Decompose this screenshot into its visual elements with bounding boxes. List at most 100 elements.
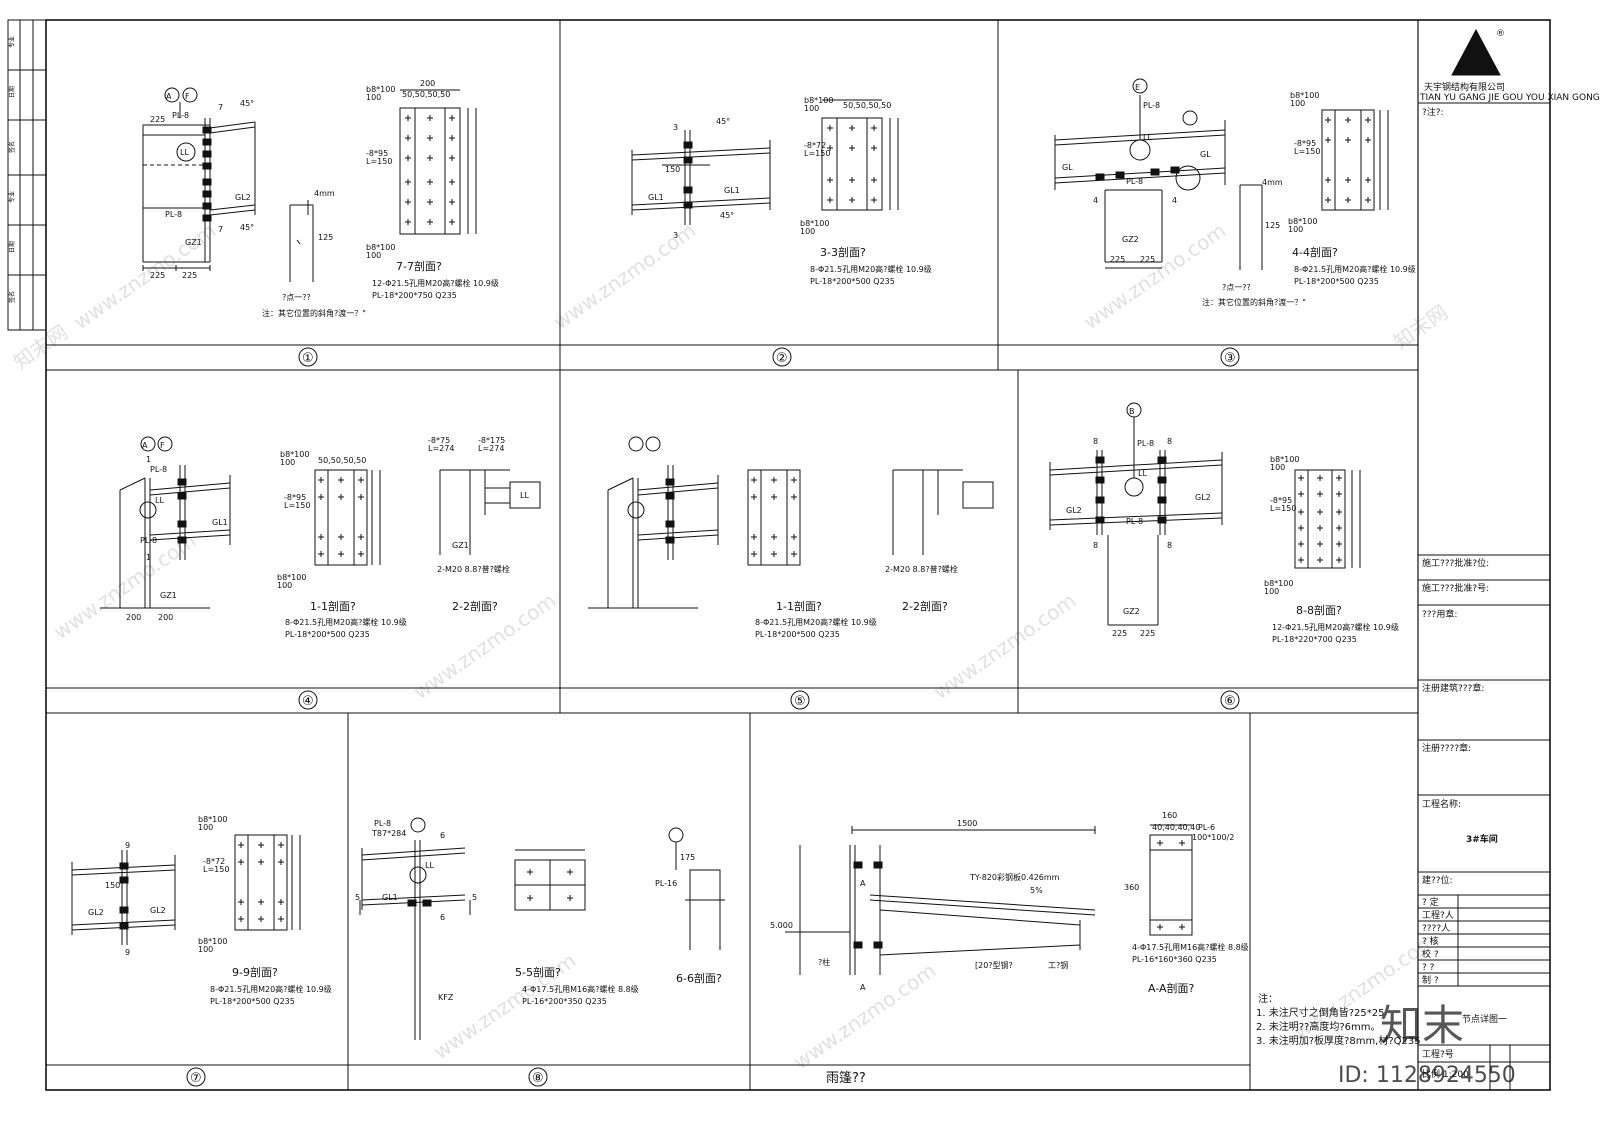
plate-label: PL-8: [165, 210, 182, 219]
plate-spec: PL-18*200*500 Q235: [755, 630, 840, 639]
detail-title: ?点一??: [1222, 283, 1251, 292]
section-title: 7-7剖面?: [396, 259, 442, 273]
ll-label: LL: [425, 861, 434, 870]
tb-row: ???用章:: [1422, 608, 1457, 620]
rib-length: L=150: [366, 157, 392, 166]
channel-label: [20?型钢?: [975, 960, 1013, 970]
note-1: 1. 未注尺寸之倒角皆?25*25: [1256, 1006, 1384, 1019]
beam-label: GL2: [235, 193, 251, 202]
tb-row: 注册????章:: [1422, 742, 1471, 754]
dim-text: 225: [182, 271, 197, 280]
end-plate-size: 100: [277, 581, 292, 590]
end-plate-size: b8*100: [804, 96, 833, 105]
section-mark: A: [860, 983, 866, 992]
dim-text: 150: [665, 165, 680, 174]
section-mark: 8: [1093, 437, 1098, 446]
beam-label: GL1: [648, 193, 664, 202]
beam-label: GL1: [382, 893, 398, 902]
watermark-text: www.znzmo.com: [49, 528, 200, 644]
axis-label: A: [142, 441, 148, 450]
watermark-brand: 知末网: [9, 320, 72, 374]
panel-5-number: ⑤: [794, 694, 806, 709]
bolt-spec: 8-Φ21.5孔用M20高?螺栓 10.9级: [210, 984, 332, 994]
panel-7-number: ⑦: [190, 1071, 202, 1086]
panel-5-drawing: [588, 436, 994, 609]
column-label: ?柱: [818, 957, 830, 967]
section-mark: 8: [1167, 541, 1172, 550]
panel-2-number: ②: [776, 351, 788, 366]
section-title: 2-2剖面?: [902, 599, 948, 613]
watermark-text: www.znzmo.com: [929, 588, 1080, 704]
end-plate-size: 100: [1264, 587, 1279, 596]
rib-size: -8*75: [428, 436, 450, 445]
watermark-text: www.znzmo.com: [429, 948, 580, 1064]
bolt-spec: 8-Φ21.5孔用M20高?螺栓 10.9级: [755, 617, 877, 627]
strip-label: 专业: [8, 36, 16, 48]
dim-text: 360: [1124, 883, 1139, 892]
angle-text: 45°: [240, 99, 254, 108]
section-title: 6-6剖面?: [676, 971, 722, 985]
plate-label: PL-8: [172, 111, 189, 120]
rib-length: L=150: [1270, 504, 1296, 513]
role-row: ? ?: [1422, 963, 1435, 973]
axis-label: B: [1129, 407, 1135, 416]
end-plate-size: 100: [1290, 99, 1305, 108]
role-row: ? 定: [1422, 896, 1439, 908]
section-title: 8-8剖面?: [1296, 603, 1342, 617]
dim-text: 225: [150, 271, 165, 280]
ll-label: LL: [1138, 469, 1147, 478]
drawing-title: 节点详图一: [1462, 1013, 1507, 1025]
slope-text: 5%: [1030, 886, 1043, 895]
notes-heading: 注：: [1258, 992, 1278, 1005]
role-row: 制 ?: [1422, 974, 1439, 986]
client-label: 建??位:: [1422, 874, 1453, 886]
watermark-text: www.znzmo.com: [69, 218, 220, 334]
end-plate-size: b8*100: [1270, 455, 1299, 464]
end-plate-size: b8*100: [198, 815, 227, 824]
bolt-spec: 8-Φ21.5孔用M20高?螺栓 10.9级: [810, 264, 932, 274]
plate-subdims: 50,50,50,50: [402, 90, 450, 99]
scale: 比例 1:200: [1422, 1068, 1469, 1080]
strip-label: 日期: [8, 86, 16, 98]
weld-size: 4mm: [1262, 178, 1283, 187]
panel-grid: [46, 20, 1418, 1090]
rib-length: L=274: [478, 444, 504, 453]
rib-size: -8*72: [804, 141, 826, 150]
company-name: 天宇钢结构有限公司: [1424, 81, 1505, 93]
end-plate-size: 100: [366, 251, 381, 260]
plate-label: PL-8: [1126, 177, 1143, 186]
role-row: 校 ?: [1422, 948, 1439, 960]
bolt-spec: 8-Φ21.5孔用M20高?螺栓 10.9级: [1294, 264, 1416, 274]
section-title: 5-5剖面?: [515, 965, 561, 979]
rib-size: -8*95: [284, 493, 306, 502]
strip-label: 签名: [8, 291, 16, 303]
panel-8-drawing: [359, 817, 725, 1040]
project-name: 3#车间: [1466, 833, 1498, 845]
rib-size: -8*95: [1294, 139, 1316, 148]
section-title: 4-4剖面?: [1292, 245, 1338, 259]
beam-label: GL2: [1066, 506, 1082, 515]
panel-1-number: ①: [302, 351, 314, 366]
section-mark: 3: [673, 231, 678, 240]
tb-row: 施工???批准?位:: [1422, 557, 1489, 569]
plate-label: PL-8: [140, 536, 157, 545]
dim-text: 160: [1162, 811, 1177, 820]
section-mark: 5: [355, 893, 360, 902]
end-plate-size: 100: [800, 227, 815, 236]
section-mark: 4: [1172, 196, 1177, 205]
strip-label: 签名: [8, 141, 16, 153]
beam-label: GL2: [88, 908, 104, 917]
rib-length: L=150: [203, 865, 229, 874]
angle-text: 45°: [240, 223, 254, 232]
bolt-spec: 12-Φ21.5孔用M20高?螺栓 10.9级: [1272, 622, 1399, 632]
role-row: ? 核: [1422, 935, 1439, 947]
end-plate-size: b8*100: [366, 85, 395, 94]
panel-8-number: ⑧: [532, 1071, 544, 1086]
dim-text: 150: [105, 881, 120, 890]
section-mark: 7: [218, 103, 223, 112]
weld-size: 4mm: [314, 189, 335, 198]
ll-label: LL: [1143, 133, 1152, 142]
plate-spec: PL-18*200*750 Q235: [372, 291, 457, 300]
plate-label: PL-8: [374, 819, 391, 828]
end-plate-size: b8*100: [280, 450, 309, 459]
